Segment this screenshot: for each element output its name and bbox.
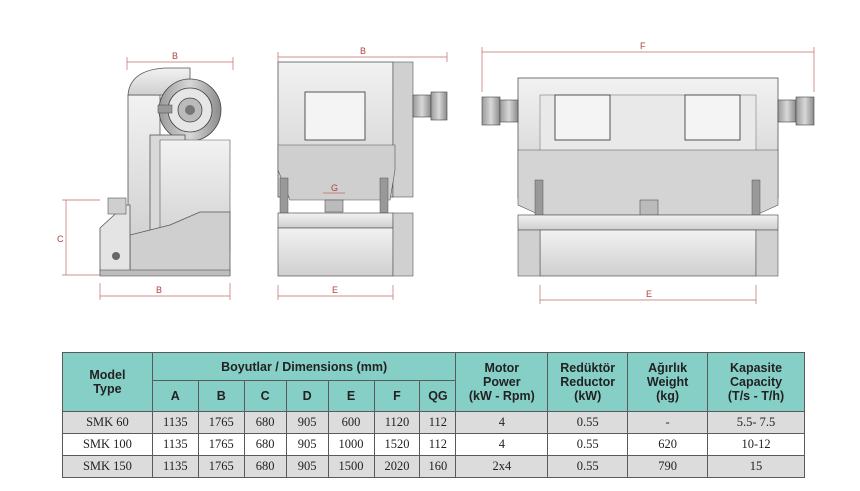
dim-label-e-front: E: [332, 285, 338, 295]
cell-d: 905: [285, 455, 329, 478]
table-row: SMK 60 1135 1765 680 905 600 1120 112 4 …: [62, 411, 805, 434]
header-dim-d: D: [285, 380, 329, 412]
header-model: Model Type: [62, 352, 153, 412]
header-dim-b: B: [197, 380, 245, 412]
dim-label-b-top: B: [172, 51, 178, 61]
table-row: SMK 100 1135 1765 680 905 1000 1520 112 …: [62, 433, 805, 456]
cell-model: SMK 100: [62, 433, 153, 456]
cell-d: 905: [285, 411, 329, 434]
header-weight: Ağırlık Weight (kg): [627, 352, 709, 412]
cell-b: 1765: [197, 455, 245, 478]
cell-motor: 2x4: [455, 455, 549, 478]
dim-label-b-front: B: [360, 46, 366, 56]
cell-b: 1765: [197, 433, 245, 456]
header-model-line1: Model: [89, 368, 126, 382]
header-capacity-line1: Kapasite: [729, 361, 783, 375]
cell-motor: 4: [455, 411, 549, 434]
cell-reductor: 0.55: [547, 433, 629, 456]
cell-e: 1000: [327, 433, 375, 456]
header-motor-line2: Power: [483, 375, 521, 389]
dim-label-c: C: [57, 234, 64, 244]
header-weight-line1: Ağırlık: [648, 361, 688, 375]
header-dim-a: A: [151, 380, 199, 412]
specifications-table: Model Type Boyutlar / Dimensions (mm) Mo…: [62, 352, 805, 478]
side-view-drawing: B B C: [57, 51, 234, 300]
header-dim-c: C: [243, 380, 287, 412]
header-capacity-line2: Capacity: [729, 375, 783, 389]
header-capacity-line3: (T/s - T/h): [727, 389, 785, 403]
cell-c: 680: [243, 455, 287, 478]
header-reductor-line3: (kW): [574, 389, 602, 403]
header-motor-line1: Motor: [484, 361, 520, 375]
front-view-drawing: B G E: [277, 46, 448, 300]
cell-d: 905: [285, 433, 329, 456]
cell-a: 1135: [151, 433, 199, 456]
cell-e: 600: [327, 411, 375, 434]
header-reductor: Redüktör Reductor (kW): [547, 352, 629, 412]
cell-qg: 160: [419, 455, 457, 478]
header-dim-qg: QG: [419, 380, 457, 412]
cell-c: 680: [243, 433, 287, 456]
table-row: SMK 150 1135 1765 680 905 1500 2020 160 …: [62, 455, 805, 478]
header-weight-line3: (kg): [656, 389, 680, 403]
cell-qg: 112: [419, 433, 457, 456]
cell-e: 1500: [327, 455, 375, 478]
cell-weight: 620: [627, 433, 709, 456]
cell-capacity: 5.5- 7.5: [707, 411, 805, 434]
cell-a: 1135: [151, 455, 199, 478]
header-model-line2: Type: [93, 382, 122, 396]
header-dimensions: Boyutlar / Dimensions (mm): [151, 352, 457, 381]
cell-reductor: 0.55: [547, 411, 629, 434]
header-reductor-line1: Redüktör: [560, 361, 616, 375]
dim-label-g: G: [331, 183, 338, 193]
header-weight-line2: Weight: [646, 375, 689, 389]
long-view-drawing: F E: [481, 41, 815, 304]
technical-drawings: B B C B G E: [57, 41, 815, 304]
header-dim-e: E: [327, 380, 375, 412]
header-capacity: Kapasite Capacity (T/s - T/h): [707, 352, 805, 412]
cell-weight: 790: [627, 455, 709, 478]
cell-capacity: 10-12: [707, 433, 805, 456]
header-motor: Motor Power (kW - Rpm): [455, 352, 549, 412]
cell-model: SMK 60: [62, 411, 153, 434]
header-dim-f: F: [373, 380, 421, 412]
cell-f: 1120: [373, 411, 421, 434]
cell-f: 2020: [373, 455, 421, 478]
dim-label-e-long: E: [646, 289, 652, 299]
header-reductor-line2: Reductor: [560, 375, 616, 389]
cell-f: 1520: [373, 433, 421, 456]
cell-qg: 112: [419, 411, 457, 434]
header-motor-line3: (kW - Rpm): [468, 389, 535, 403]
cell-reductor: 0.55: [547, 455, 629, 478]
dim-label-b-bottom: B: [156, 285, 162, 295]
cell-capacity: 15: [707, 455, 805, 478]
cell-c: 680: [243, 411, 287, 434]
cell-b: 1765: [197, 411, 245, 434]
cell-weight: -: [627, 411, 709, 434]
cell-model: SMK 150: [62, 455, 153, 478]
cell-a: 1135: [151, 411, 199, 434]
dim-label-f: F: [640, 41, 646, 51]
cell-motor: 4: [455, 433, 549, 456]
